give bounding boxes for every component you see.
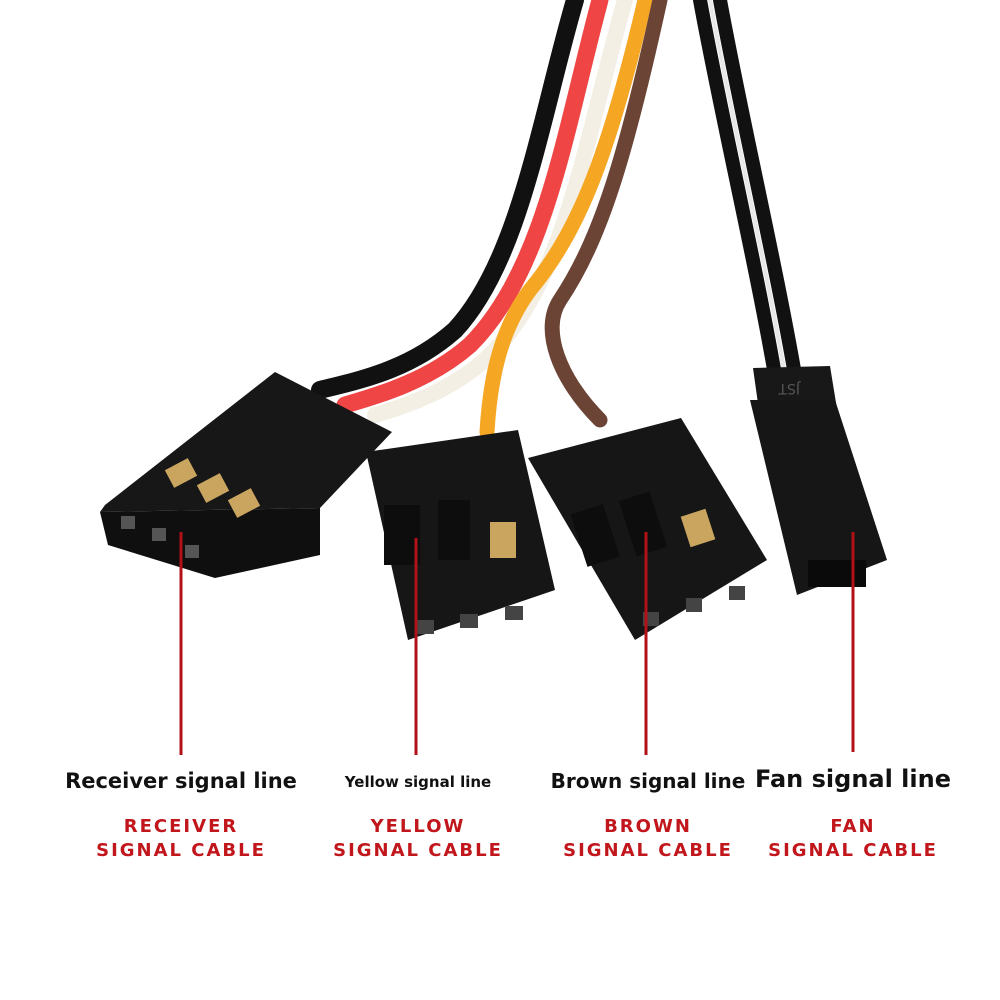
brown-connector [528,418,767,640]
leader-lines [179,532,855,755]
fan-connector: JST [750,366,887,595]
receiver-caption-line1: RECEIVER [123,816,239,837]
fan-title: Fan signal line [755,765,951,793]
yellow-caption-line1: YELLOW [370,816,466,837]
brown-caption-line1: BROWN [604,816,692,837]
yellow-title: Yellow signal line [344,773,492,791]
yellow-caption-line2: SIGNAL CABLE [333,840,503,861]
signal-wires [479,0,668,440]
fan-caption: FAN SIGNAL CABLE [768,815,938,863]
fan-caption-line1: FAN [830,816,876,837]
receiver-title: Receiver signal line [65,769,297,793]
yellow-connector [366,430,555,640]
receiver-connector [100,372,392,578]
fan-wires [693,0,802,382]
fan-caption-line2: SIGNAL CABLE [768,840,938,861]
receiver-caption-line2: SIGNAL CABLE [96,840,266,861]
yellow-caption: YELLOW SIGNAL CABLE [333,815,503,863]
brown-title: Brown signal line [550,769,746,793]
receiver-caption: RECEIVER SIGNAL CABLE [96,815,266,863]
brown-caption-line2: SIGNAL CABLE [563,840,733,861]
connector-mark: JST [778,380,801,396]
brown-caption: BROWN SIGNAL CABLE [563,815,733,863]
